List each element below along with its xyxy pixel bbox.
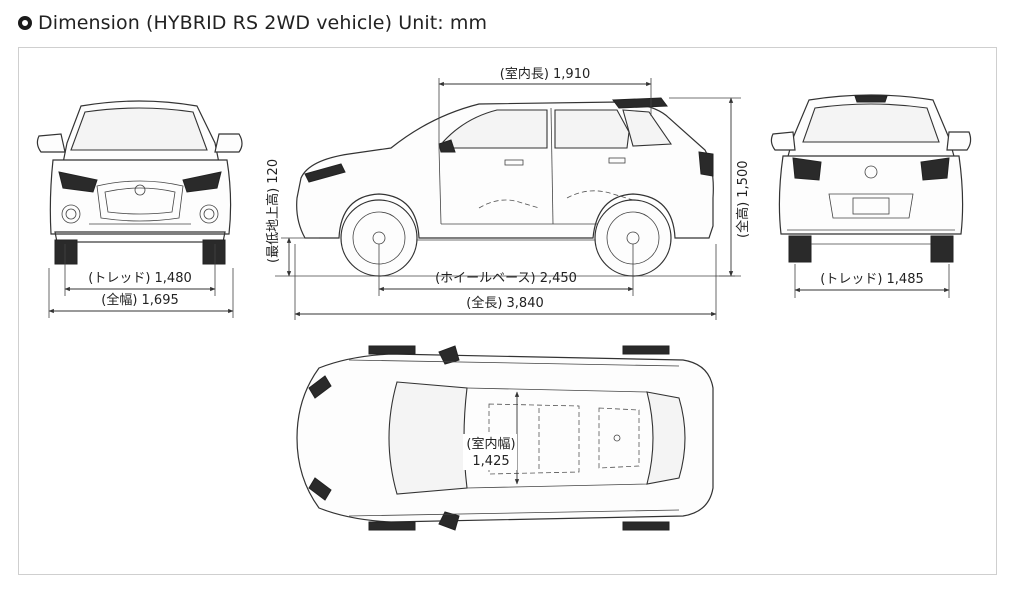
wheelbase-label: (ホイールベース) 2,450 — [435, 271, 577, 286]
interior-width-value: 1,425 — [472, 454, 509, 469]
overall-height-dimension: (全高) 1,500 — [669, 97, 751, 277]
front-tread-dimension: (トレッド) 1,480 — [64, 244, 216, 296]
overall-height-label: (全高) 1,500 — [735, 161, 751, 239]
rear-tread-dimension: (トレッド) 1,485 — [794, 264, 950, 298]
interior-width-label: (室内幅) — [466, 436, 515, 452]
ground-clearance-dimension: (最低地上高) 120 — [265, 159, 319, 277]
overall-width-dimension: (全幅) 1,695 — [48, 268, 234, 318]
overall-width-label: (全幅) 1,695 — [101, 292, 179, 308]
page-title: Dimension (HYBRID RS 2WD vehicle) Unit: … — [38, 12, 488, 34]
ground-clearance-label: (最低地上高) 120 — [265, 159, 281, 263]
front-view — [36, 100, 243, 265]
dimension-diagram-frame: (トレッド) 1,480 (全幅) 1,695 — [18, 47, 997, 575]
side-view — [296, 97, 714, 277]
wheelbase-dimension: (ホイールベース) 2,450 — [378, 244, 634, 296]
rear-tread-label: (トレッド) 1,485 — [820, 272, 924, 287]
front-tread-label: (トレッド) 1,480 — [88, 271, 192, 286]
interior-length-dimension: (室内長) 1,910 — [438, 66, 652, 148]
section-header: Dimension (HYBRID RS 2WD vehicle) Unit: … — [18, 10, 487, 36]
interior-width-dimension: (室内幅) 1,425 — [463, 391, 520, 485]
rear-view — [770, 94, 972, 263]
interior-length-label: (室内長) 1,910 — [500, 66, 591, 82]
dimension-diagram: (トレッド) 1,480 (全幅) 1,695 — [36, 66, 972, 531]
overall-length-dimension: (全長) 3,840 — [294, 244, 717, 320]
overall-length-label: (全長) 3,840 — [466, 295, 544, 311]
circle-bullet-icon — [18, 16, 32, 30]
